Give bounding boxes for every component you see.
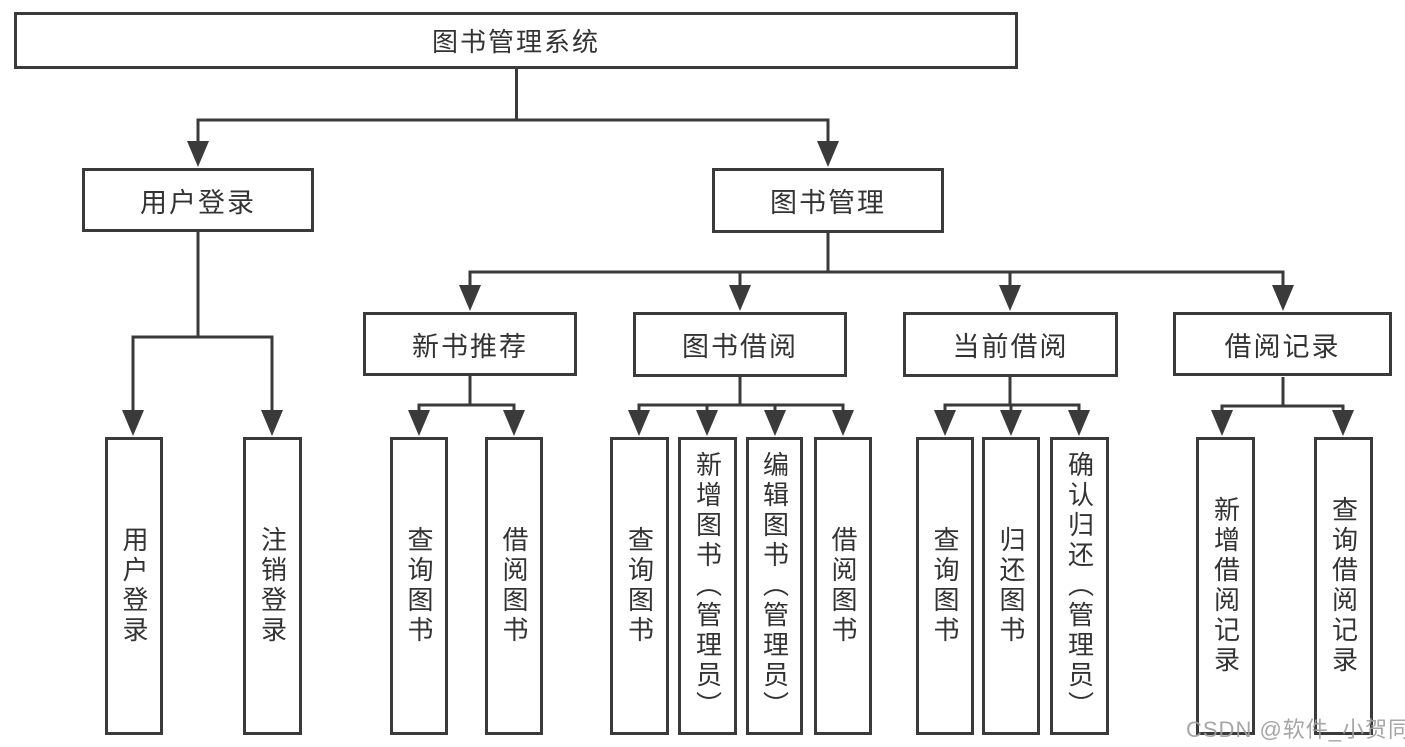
leaf-label: 归还图书 — [996, 526, 1026, 646]
leaf-label: 查询图书 — [404, 526, 434, 646]
node-new-book-recommendation: 新书推荐 — [363, 312, 577, 376]
node-leaf-borrow-book-recommend: 借阅图书 — [485, 437, 543, 735]
node-leaf-logout: 注销登录 — [243, 437, 302, 735]
node-book-borrowing: 图书借阅 — [633, 312, 847, 377]
leaf-label: 查询图书 — [930, 526, 960, 646]
node-leaf-edit-book-admin: 编辑图书（管理员） — [746, 437, 803, 735]
node-user-login: 用户登录 — [82, 168, 314, 232]
node-leaf-user-login: 用户登录 — [105, 437, 163, 735]
node-leaf-query-book-borrow: 查询图书 — [610, 437, 669, 735]
leaf-label: 新增图书（管理员） — [692, 451, 723, 721]
node-current-borrowing: 当前借阅 — [903, 312, 1118, 377]
arrowheads — [122, 141, 1354, 436]
node-leaf-return-book: 归还图书 — [982, 437, 1040, 735]
node-leaf-query-borrow-record: 查询借阅记录 — [1314, 437, 1373, 735]
node-leaf-query-book-current: 查询图书 — [916, 437, 974, 735]
node-root-system: 图书管理系统 — [14, 12, 1018, 69]
node-leaf-add-book-admin: 新增图书（管理员） — [678, 437, 737, 735]
node-borrowing-records: 借阅记录 — [1173, 312, 1392, 376]
leaf-label: 新增借阅记录 — [1210, 496, 1241, 676]
leaf-label: 注销登录 — [257, 526, 288, 646]
leaf-label: 编辑图书（管理员） — [759, 451, 790, 721]
leaf-label: 借阅图书 — [828, 526, 858, 646]
leaf-label: 用户登录 — [119, 526, 149, 646]
node-leaf-confirm-return-admin: 确认归还（管理员） — [1050, 437, 1109, 735]
leaf-label: 借阅图书 — [499, 526, 529, 646]
node-leaf-query-book-recommend: 查询图书 — [390, 437, 448, 735]
node-book-management: 图书管理 — [712, 168, 944, 233]
node-leaf-add-borrow-record: 新增借阅记录 — [1196, 437, 1255, 735]
leaf-label: 确认归还（管理员） — [1064, 451, 1095, 721]
node-leaf-borrow-book: 借阅图书 — [814, 437, 872, 735]
csdn-watermark: CSDN @软件_小贺同学 — [1186, 717, 1405, 742]
leaf-label: 查询图书 — [624, 526, 655, 646]
leaf-label: 查询借阅记录 — [1328, 496, 1359, 676]
